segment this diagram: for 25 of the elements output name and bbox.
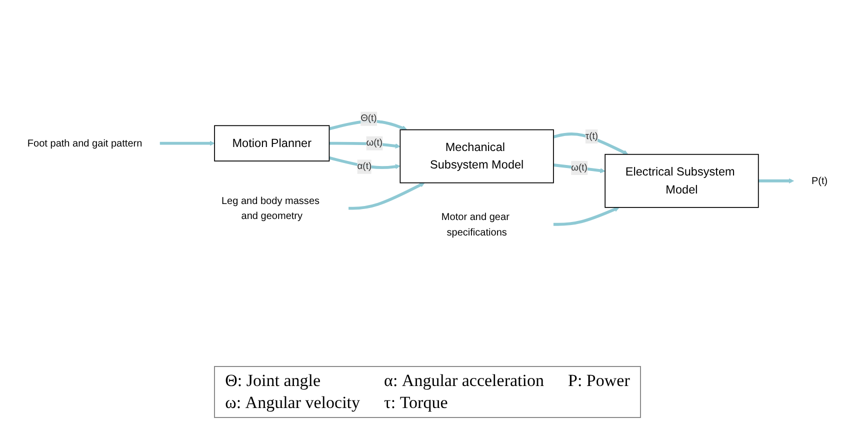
edge-label: τ(t) — [585, 131, 598, 142]
edge-label: α(t) — [357, 161, 372, 172]
edge-label: Θ(t) — [360, 114, 377, 124]
node-text: P(t) — [811, 175, 828, 186]
node-box: Electrical Subsystem Model — [604, 154, 759, 208]
arrow — [758, 178, 794, 184]
edge-label: ω(t) — [571, 162, 588, 173]
node-box: Motion Planner — [214, 125, 330, 162]
node-text: Foot path and gait pattern — [27, 138, 142, 149]
arrow — [160, 140, 215, 146]
abbreviation-note: P: Power — [568, 371, 630, 391]
edge-label: ω(t) — [366, 138, 382, 148]
node-text: Motor and gear specifications — [441, 211, 510, 238]
arrow — [553, 132, 628, 155]
abbreviation-note: τ: Torque — [384, 393, 449, 413]
abbreviation-note: ω: Angular velocity — [225, 393, 360, 413]
arrow — [553, 206, 620, 226]
node-text: Leg and body masses and geometry — [221, 195, 320, 222]
abbreviation-note: α: Angular acceleration — [384, 371, 544, 391]
arrow — [329, 142, 400, 149]
abbreviation-note: Θ: Joint angle — [225, 371, 322, 391]
arrow — [348, 182, 425, 210]
arrow — [328, 156, 400, 170]
arrow — [328, 120, 408, 131]
node-box: Mechanical Subsystem Model — [400, 129, 554, 184]
